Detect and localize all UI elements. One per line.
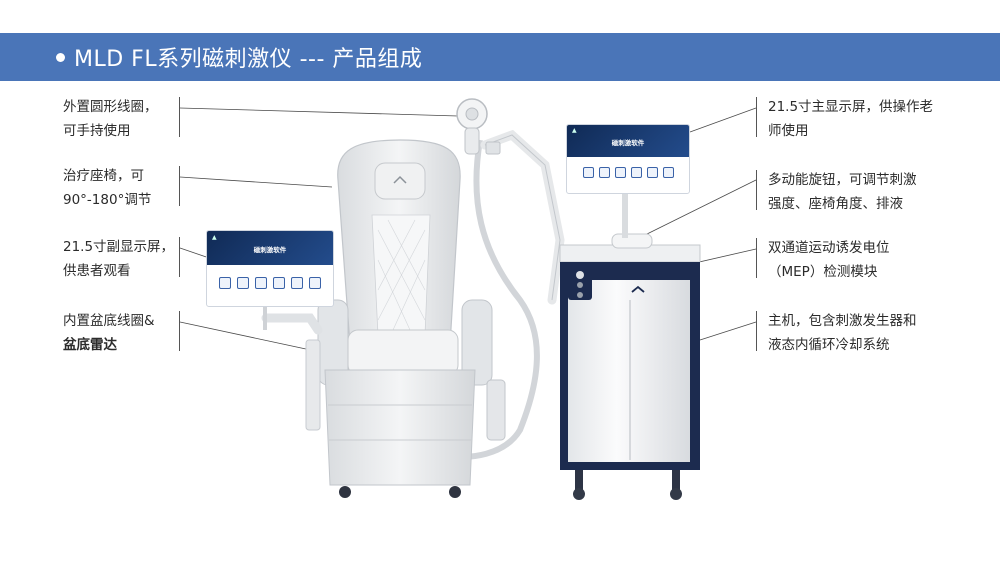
callout-bar xyxy=(179,311,180,351)
app-icon xyxy=(291,277,303,289)
app-icon xyxy=(630,167,642,178)
title-bar: MLD FL系列磁刺激仪 --- 产品组成 xyxy=(0,33,1000,81)
knob-icon xyxy=(576,271,584,279)
title-bullet xyxy=(56,52,65,62)
app-icon xyxy=(646,167,658,178)
app-icon xyxy=(219,277,231,289)
brand-logo-icon: ▲ xyxy=(572,127,577,134)
callout-knob: 多动能旋钮，可调节刺激 强度、座椅角度、排液 xyxy=(768,172,917,212)
callout-bar xyxy=(756,170,757,210)
callout-coil: 外置圆形线圈， 可手持使用 xyxy=(63,99,158,139)
callout-bar xyxy=(179,237,180,277)
callout-bar xyxy=(756,311,757,351)
callout-pelvic: 内置盆底线圈& 盆底雷达 xyxy=(63,313,155,353)
leader-main-screen xyxy=(689,107,757,133)
leader-coil xyxy=(179,107,459,117)
app-icon xyxy=(255,277,267,289)
page-title: MLD FL系列磁刺激仪 --- 产品组成 xyxy=(74,47,423,72)
app-icon xyxy=(273,277,285,289)
leader-host xyxy=(699,321,757,341)
treatment-chair xyxy=(261,139,506,498)
callout-mep: 双通道运动诱发电位 （MEP）检测模块 xyxy=(768,240,890,280)
app-icon xyxy=(614,167,626,178)
sub-display: ▲ 磁刺激软件 xyxy=(206,230,334,307)
host-cart xyxy=(559,190,701,500)
app-icon xyxy=(237,277,249,289)
callout-bar xyxy=(756,238,757,278)
callout-bar xyxy=(179,166,180,206)
app-icon xyxy=(582,167,594,178)
callout-sub-screen: 21.5寸副显示屏， 供患者观看 xyxy=(63,239,175,279)
app-icon xyxy=(662,167,674,178)
coil-arm xyxy=(444,98,565,460)
leader-knob xyxy=(644,179,757,236)
brand-logo-icon: ▲ xyxy=(212,234,217,241)
main-display: ▲ 磁刺激软件 xyxy=(566,124,690,194)
callout-bar xyxy=(179,97,180,137)
app-icon xyxy=(598,167,610,178)
callout-chair: 治疗座椅，可 90°-180°调节 xyxy=(63,168,152,208)
leader-chair xyxy=(179,176,333,188)
callout-host: 主机，包含刺激发生器和 液态内循环冷却系统 xyxy=(768,313,917,353)
main-screen-title: 磁刺激软件 xyxy=(611,139,645,147)
callout-main-screen: 21.5寸主显示屏，供操作老 师使用 xyxy=(768,99,934,139)
app-icon xyxy=(309,277,321,289)
callout-bar xyxy=(756,97,757,137)
sub-screen-title: 磁刺激软件 xyxy=(253,246,287,254)
